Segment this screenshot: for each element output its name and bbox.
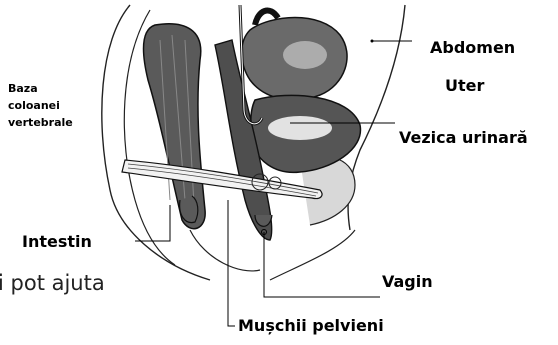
label-muschii-pelvieni: Mușchii pelvieni [238,316,384,335]
uterus-highlight [283,41,327,69]
bladder-highlight [268,116,332,140]
label-intestin: Intestin [22,232,92,251]
label-baza-coloanei: Baza coloanei vertebrale [8,80,88,131]
leader-vagin [264,232,380,297]
label-abdomen: Abdomen [430,38,515,57]
leader-intestin [135,205,170,241]
colon [144,24,206,229]
body-text-fragment: i pot ajuta [0,271,105,295]
label-uter: Uter [445,76,484,95]
leader-muschi [228,200,235,326]
leader-abdomen-dot [371,40,374,43]
skin-fold [270,230,355,280]
label-vagin: Vagin [382,272,433,291]
label-vezica-urinara: Vezica urinară [399,128,528,147]
buttock-contour [190,230,260,271]
